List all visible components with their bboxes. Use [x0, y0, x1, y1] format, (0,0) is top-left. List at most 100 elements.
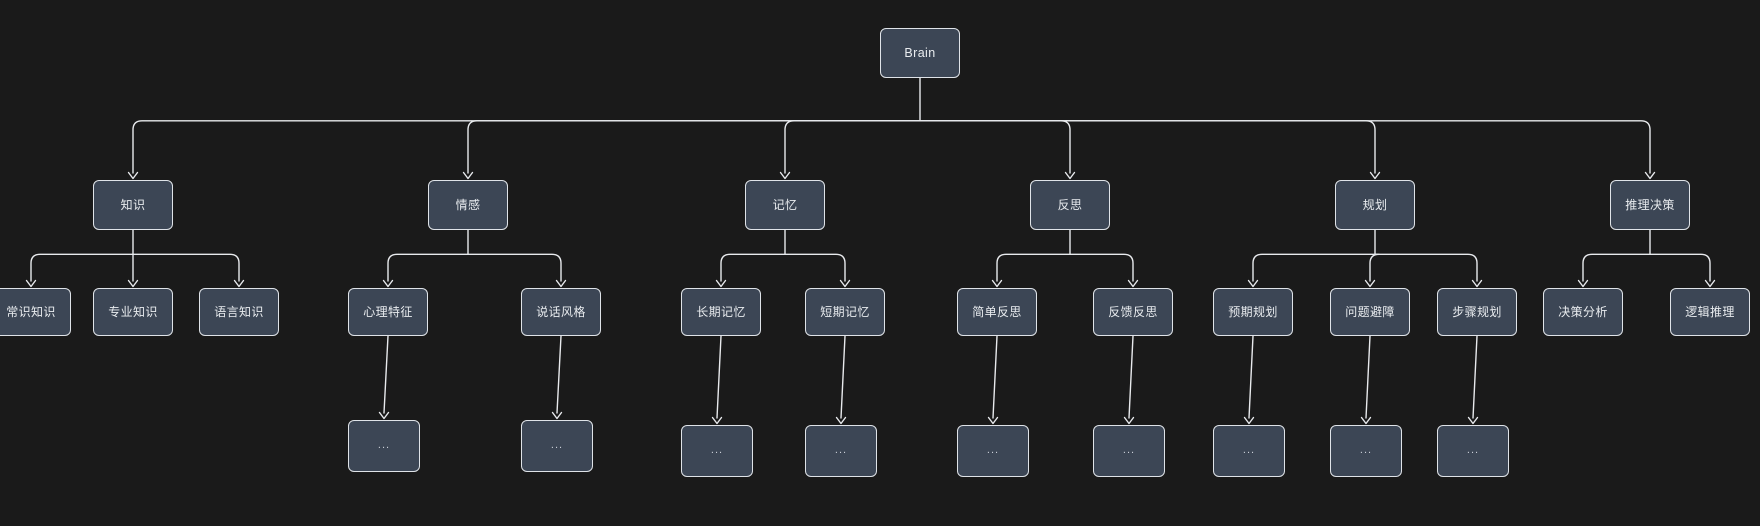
edge-arrowhead	[555, 279, 567, 288]
edge-reasoning-logical-reasoning	[1649, 253, 1711, 282]
node-step-planning[interactable]: 步骤规划	[1437, 288, 1517, 336]
edge-arrowhead	[1704, 279, 1716, 288]
node-psych-traits[interactable]: 心理特征	[348, 288, 428, 336]
edge-arrowhead	[711, 416, 723, 425]
node-more-psych[interactable]: ...	[348, 420, 420, 472]
node-pro-knowledge[interactable]: 专业知识	[93, 288, 173, 336]
edge-arrowhead	[127, 279, 139, 288]
edge-step-planning-more-step	[1472, 335, 1478, 419]
node-label: ...	[550, 439, 564, 452]
node-brain[interactable]: Brain	[880, 28, 960, 78]
node-more-shortterm[interactable]: ...	[805, 425, 877, 477]
node-label: 专业知识	[108, 304, 158, 319]
node-label: 语言知识	[214, 304, 264, 319]
node-short-term-memory[interactable]: 短期记忆	[805, 288, 885, 336]
node-long-term-memory[interactable]: 长期记忆	[681, 288, 761, 336]
edge-arrowhead	[462, 171, 474, 180]
edge-emotion-psych-traits	[387, 253, 469, 282]
node-simple-reflection[interactable]: 简单反思	[957, 288, 1037, 336]
edge-arrowhead	[1577, 279, 1589, 288]
edge-simple-reflection-more-simple	[992, 335, 998, 419]
edge-arrowhead	[1127, 279, 1139, 288]
node-label: Brain	[904, 45, 936, 60]
node-label: ...	[1242, 444, 1256, 457]
edge-reflection-simple-reflection	[996, 253, 1071, 282]
node-label: ...	[1359, 444, 1373, 457]
node-knowledge[interactable]: 知识	[93, 180, 173, 230]
node-label: 步骤规划	[1452, 304, 1502, 319]
node-more-anticipatory[interactable]: ...	[1213, 425, 1285, 477]
edge-arrowhead	[382, 279, 394, 288]
edge-arrowhead	[987, 416, 999, 425]
node-label: 逻辑推理	[1685, 304, 1735, 319]
node-obstacle-avoidance[interactable]: 问题避障	[1330, 288, 1410, 336]
edge-reflection-feedback-reflection	[1069, 253, 1134, 282]
node-label: 心理特征	[363, 304, 413, 319]
edge-speaking-style-more-speaking	[556, 335, 562, 414]
edge-arrowhead	[1360, 416, 1372, 425]
edge-arrowhead	[1243, 416, 1255, 425]
node-anticipatory-plan[interactable]: 预期规划	[1213, 288, 1293, 336]
edge-arrowhead	[551, 411, 563, 420]
edge-brain-memory	[784, 120, 921, 174]
edge-arrowhead	[1471, 279, 1483, 288]
node-decision-analysis[interactable]: 决策分析	[1543, 288, 1623, 336]
node-feedback-reflection[interactable]: 反馈反思	[1093, 288, 1173, 336]
node-reflection[interactable]: 反思	[1030, 180, 1110, 230]
node-label: 知识	[120, 197, 146, 212]
node-label: 预期规划	[1228, 304, 1278, 319]
node-label: ...	[834, 444, 848, 457]
node-more-simple[interactable]: ...	[957, 425, 1029, 477]
node-reasoning[interactable]: 推理决策	[1610, 180, 1690, 230]
node-label: 反馈反思	[1108, 304, 1158, 319]
node-more-speaking[interactable]: ...	[521, 420, 593, 472]
edge-arrowhead	[715, 279, 727, 288]
edge-planning-step-planning	[1374, 253, 1478, 282]
node-label: 反思	[1057, 197, 1083, 212]
node-label: 短期记忆	[820, 304, 870, 319]
edge-planning-anticipatory-plan	[1252, 253, 1376, 282]
edge-emotion-speaking-style	[467, 253, 562, 282]
edge-feedback-reflection-more-feedback	[1128, 335, 1134, 419]
node-planning[interactable]: 规划	[1335, 180, 1415, 230]
node-speaking-style[interactable]: 说话风格	[521, 288, 601, 336]
node-label: 长期记忆	[696, 304, 746, 319]
edge-brain-emotion	[467, 120, 921, 174]
edge-brain-planning	[919, 120, 1376, 174]
edge-arrowhead	[25, 279, 37, 288]
edge-reasoning-decision-analysis	[1582, 253, 1651, 282]
edge-psych-traits-more-psych	[383, 335, 389, 414]
edge-arrowhead	[991, 279, 1003, 288]
node-lang-knowledge[interactable]: 语言知识	[199, 288, 279, 336]
node-more-obstacle[interactable]: ...	[1330, 425, 1402, 477]
node-label: 决策分析	[1558, 304, 1608, 319]
node-label: 说话风格	[536, 304, 586, 319]
edge-arrowhead	[1364, 279, 1376, 288]
node-label: 问题避障	[1345, 304, 1395, 319]
node-label: 规划	[1362, 197, 1388, 212]
node-more-longterm[interactable]: ...	[681, 425, 753, 477]
node-label: ...	[1122, 444, 1136, 457]
edge-long-term-memory-more-longterm	[716, 335, 722, 419]
node-more-feedback[interactable]: ...	[1093, 425, 1165, 477]
node-label: 常识知识	[6, 304, 56, 319]
edge-knowledge-common-knowledge	[30, 253, 134, 282]
edge-arrowhead	[127, 171, 139, 180]
edge-memory-long-term-memory	[720, 253, 786, 282]
edge-arrowhead	[1123, 416, 1135, 425]
node-emotion[interactable]: 情感	[428, 180, 508, 230]
node-common-knowledge[interactable]: 常识知识	[0, 288, 71, 336]
edge-short-term-memory-more-shortterm	[840, 335, 846, 419]
node-label: ...	[710, 444, 724, 457]
node-more-step[interactable]: ...	[1437, 425, 1509, 477]
edge-planning-obstacle-avoidance	[1369, 253, 1380, 282]
node-memory[interactable]: 记忆	[745, 180, 825, 230]
node-label: ...	[1466, 444, 1480, 457]
edge-arrowhead	[1369, 171, 1381, 180]
edge-arrowhead	[1064, 171, 1076, 180]
node-logical-reasoning[interactable]: 逻辑推理	[1670, 288, 1750, 336]
node-label: 推理决策	[1625, 197, 1675, 212]
edge-arrowhead	[233, 279, 245, 288]
node-label: ...	[377, 439, 391, 452]
